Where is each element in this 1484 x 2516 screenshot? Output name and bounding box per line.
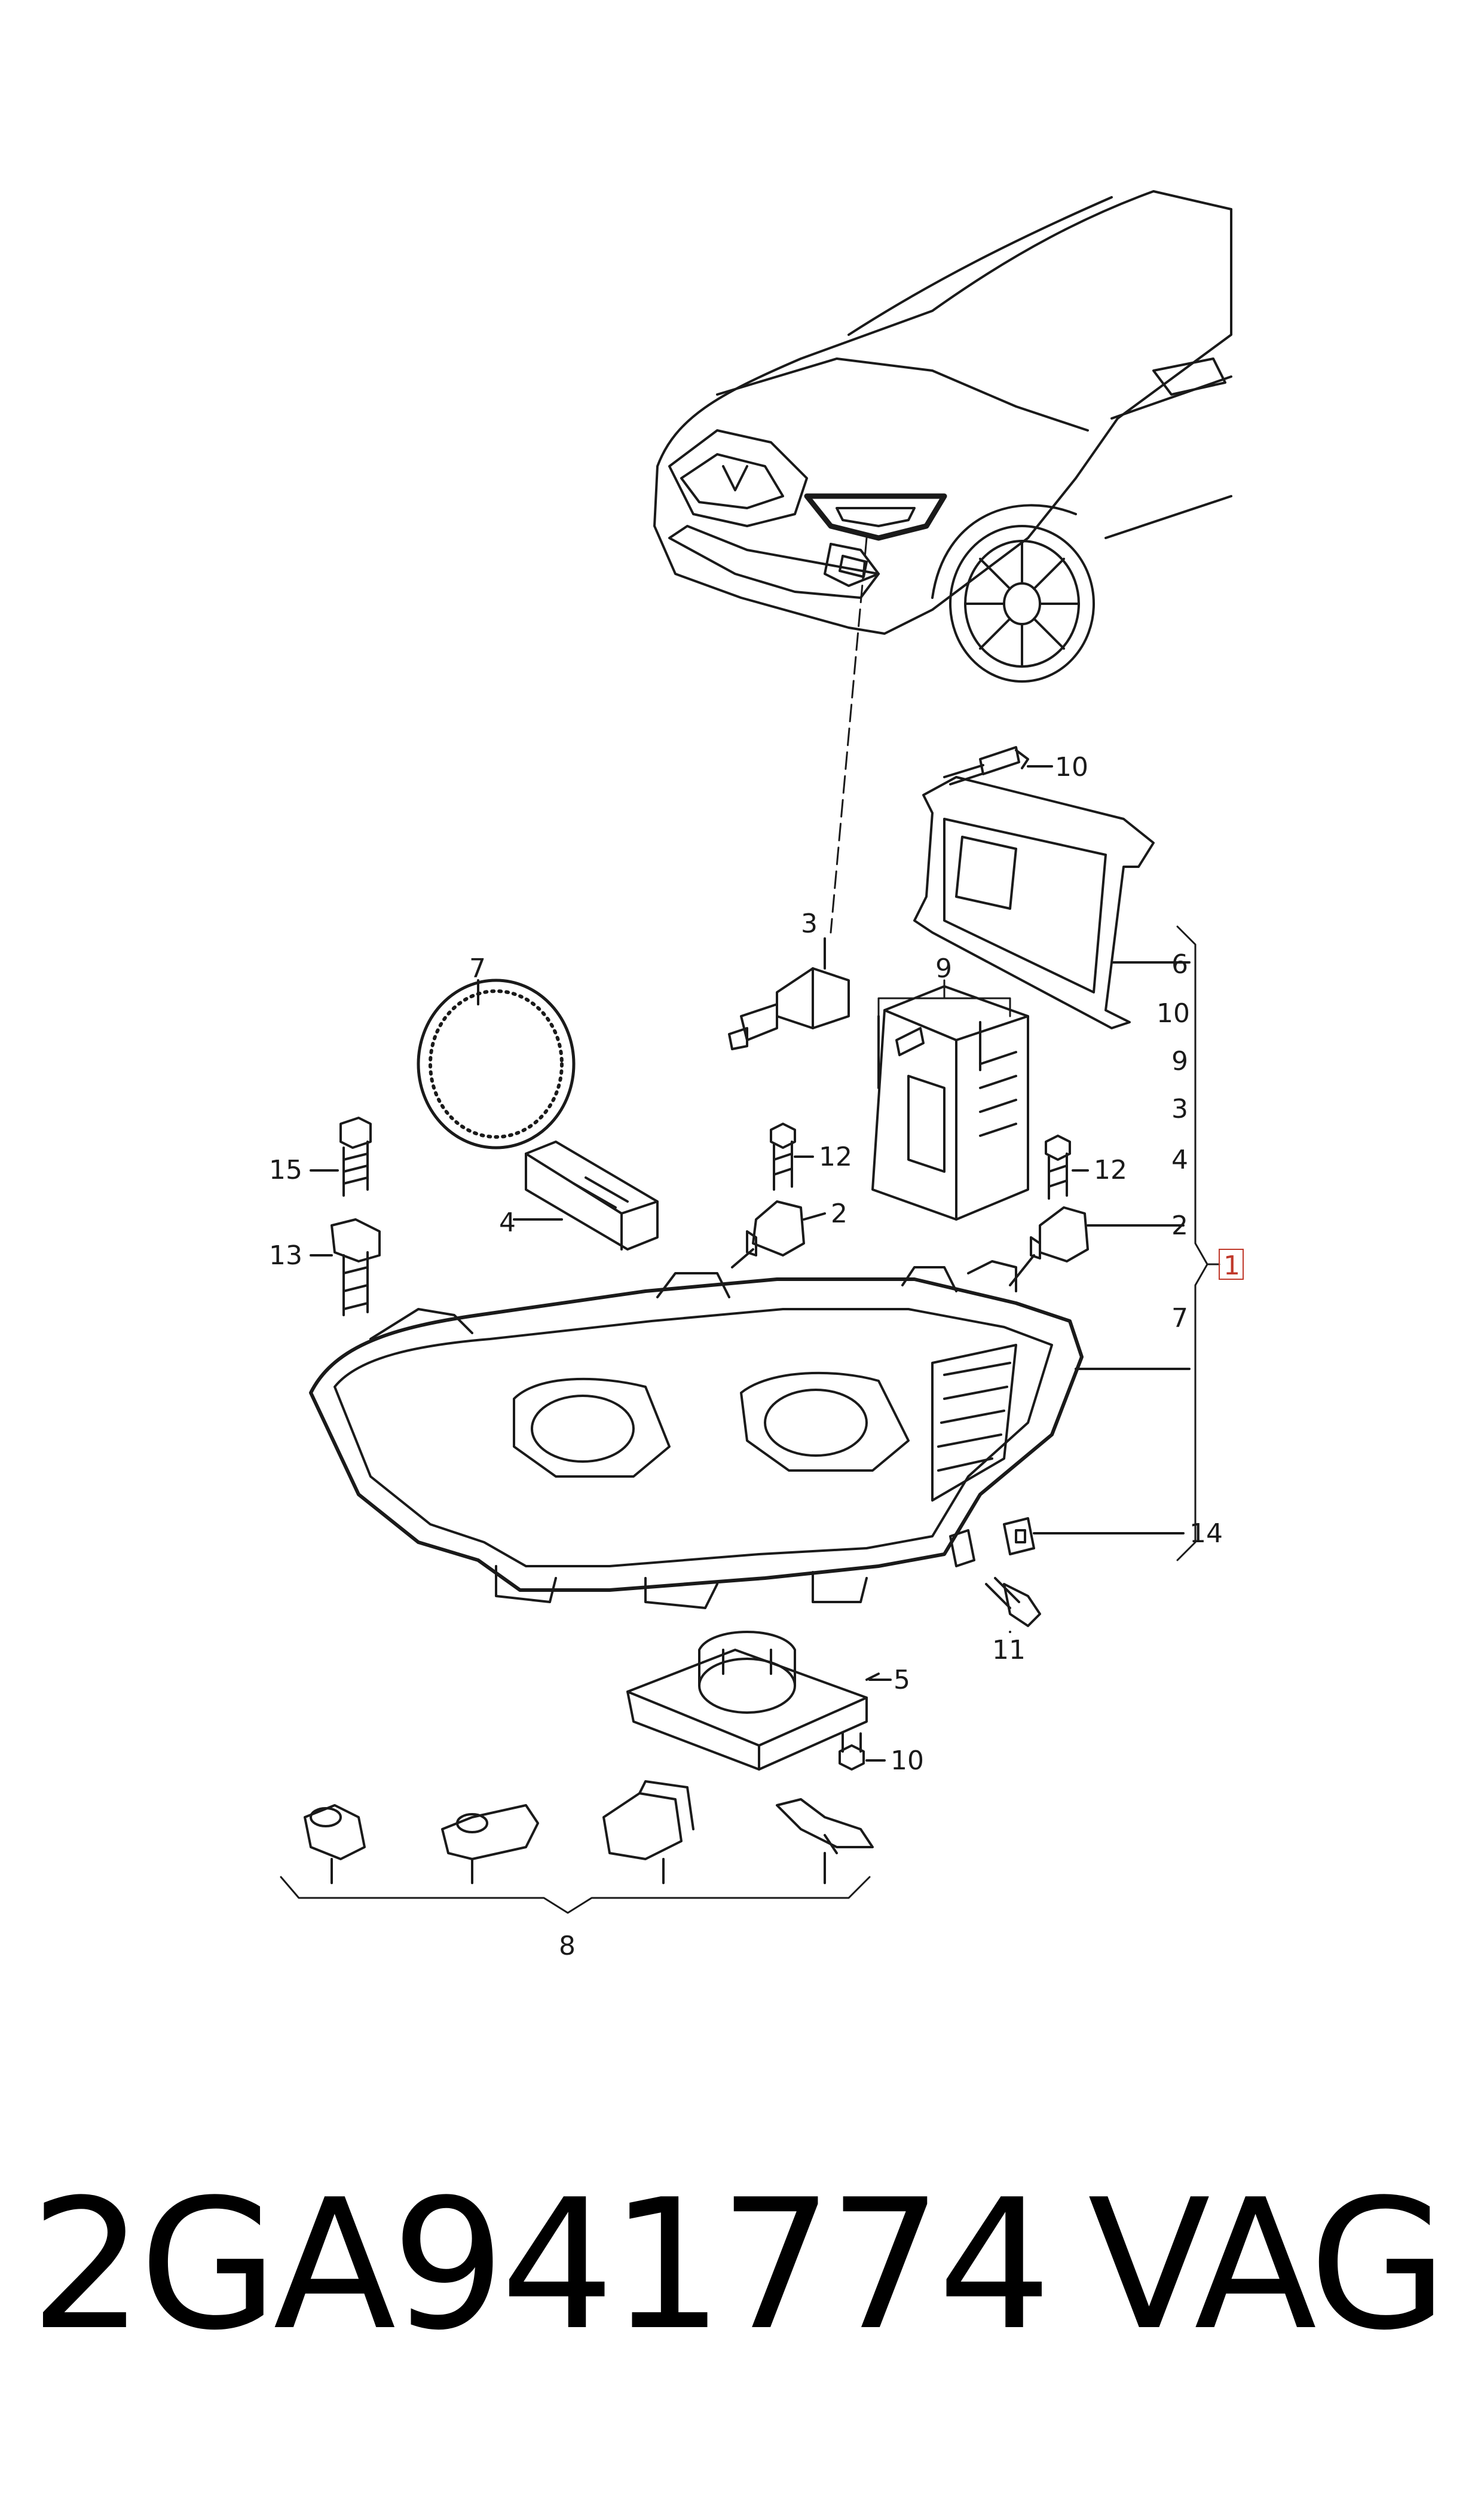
list-item-10: 10 (1156, 998, 1190, 1029)
callout-12-left: 12 (819, 1142, 852, 1172)
callout-9: 9 (935, 953, 952, 984)
callout-2-left: 2 (831, 1199, 847, 1229)
part-13-grommet (310, 1218, 381, 1316)
callout-15: 15 (269, 1155, 302, 1185)
screw-15 (310, 1117, 372, 1197)
screw-11 (985, 1577, 1041, 1633)
part-7-cap (417, 979, 576, 1150)
callout-7-cap: 7 (469, 953, 486, 984)
part-2-left (746, 1200, 826, 1257)
part-14-clip (949, 1517, 1185, 1567)
part-7-headlamp (309, 1248, 1191, 1609)
list-item-7: 7 (1171, 1303, 1188, 1334)
brand-label: VAG (1088, 2161, 1448, 2370)
callout-11: 11 (992, 1635, 1026, 1665)
callout-4: 4 (499, 1207, 516, 1238)
callout-8: 8 (559, 1931, 576, 1961)
part-6-frame (913, 776, 1191, 1029)
callout-6: 6 (1171, 949, 1188, 980)
screw-10-top (943, 746, 1053, 785)
part-4-module (513, 1141, 659, 1251)
callout-14: 14 (1189, 1518, 1223, 1549)
part-2-right (1030, 1206, 1185, 1262)
list-item-9: 9 (1171, 1046, 1188, 1077)
car-illustration (653, 190, 1232, 683)
callout-12-right: 12 (1094, 1155, 1127, 1185)
screw-12-left (770, 1123, 814, 1191)
callout-10-bottom: 10 (891, 1745, 924, 1776)
part-list-bracket (1176, 925, 1220, 1561)
callout-1-box (1219, 1249, 1244, 1280)
callout-3: 3 (801, 909, 818, 939)
part-number: 2GA941774 (30, 2161, 1052, 2370)
screw-10-bottom (839, 1732, 886, 1771)
list-item-3: 3 (1171, 1094, 1188, 1124)
part-8-connectors (280, 1780, 874, 1914)
callout-13: 13 (269, 1240, 302, 1271)
part-9-module (871, 979, 1029, 1221)
callout-10-top: 10 (1055, 752, 1088, 782)
callout-5: 5 (894, 1665, 910, 1695)
callout-labels: 10 3 7 9 6 10 9 3 4 2 7 15 12 12 13 4 2 … (269, 752, 1244, 1961)
part-3-bulb (728, 937, 850, 1050)
callout-1: 1 (1223, 1251, 1240, 1281)
parts-diagram: 10 3 7 9 6 10 9 3 4 2 7 15 12 12 13 4 2 … (269, 190, 1244, 1961)
part-5-ballast (626, 1631, 892, 1771)
list-item-4: 4 (1171, 1145, 1188, 1175)
screw-12-right (1045, 1135, 1089, 1200)
list-item-2: 2 (1171, 1210, 1188, 1241)
